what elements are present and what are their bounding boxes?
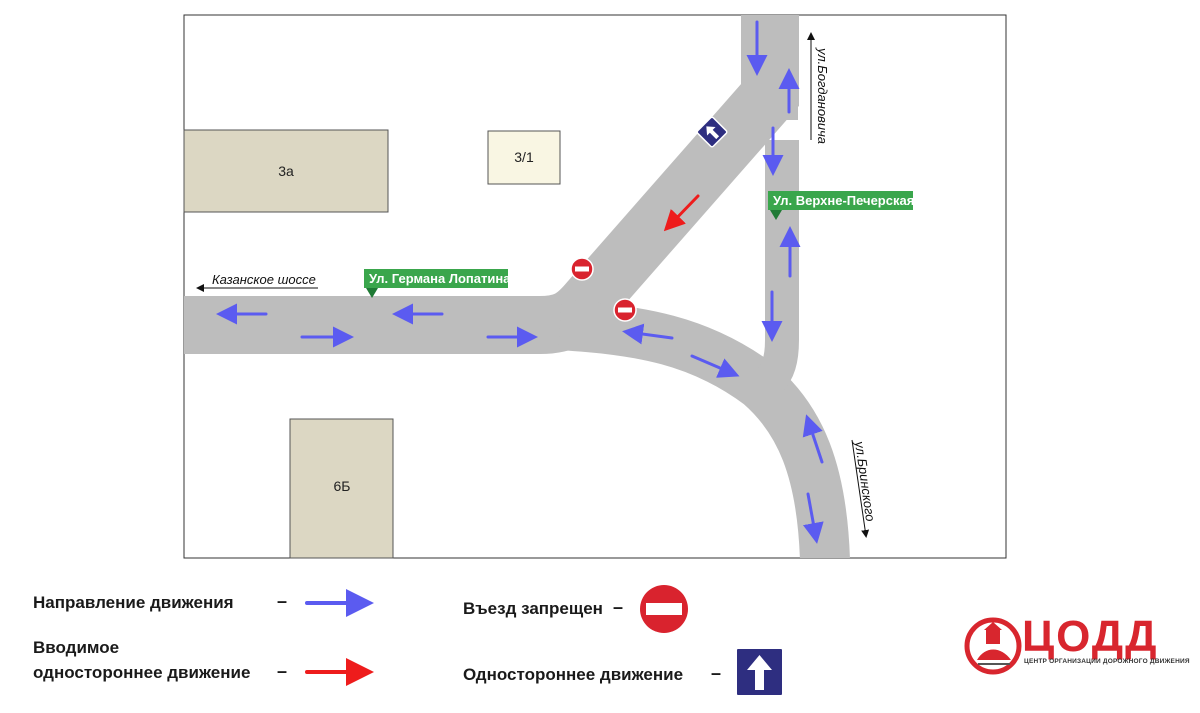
bus-stop-lopatina: Ул. Германа Лопатина — [364, 269, 511, 298]
bus-stop-lopatina-label: Ул. Германа Лопатина — [369, 271, 511, 286]
legend-dash: – — [613, 597, 624, 617]
street-kazanskoe-label: Казанское шоссе — [212, 272, 316, 287]
bus-stop-verkhne-pecherskaya-label: Ул. Верхне-Печерская — [773, 193, 914, 208]
street-kazanskoe: Казанское шоссе — [196, 272, 318, 292]
legend-one-way-label: Одностороннее движение — [463, 665, 684, 684]
building-3-1 — [487, 130, 561, 185]
new-oneway-arrow — [663, 194, 700, 232]
direction-arrow — [802, 492, 824, 544]
no-entry-sign — [570, 257, 594, 281]
buildings: 3а 3/1 6Б — [183, 129, 561, 559]
direction-arrow — [690, 354, 740, 378]
street-bogdanovicha-label: ул.Богдановича — [815, 47, 830, 144]
codd-logo: ЦОДД ЦЕНТР ОРГАНИЗАЦИИ ДОРОЖНОГО ДВИЖЕНИ… — [962, 614, 1190, 674]
legend-no-entry-sign — [640, 585, 688, 633]
legend-dash: – — [711, 663, 722, 683]
building-3a-label: 3а — [278, 163, 294, 179]
building-6b-label: 6Б — [334, 478, 351, 494]
legend-dash: – — [277, 591, 288, 611]
direction-arrow — [622, 323, 674, 345]
logo-title: ЦОДД — [1022, 612, 1159, 661]
logo-emblem — [964, 617, 1022, 675]
one-way-sign — [696, 116, 728, 148]
legend-oneway-label-line2: одностороннее движение — [33, 663, 251, 682]
legend-oneway-label-line1: Вводимое — [33, 638, 120, 657]
street-bogdanovicha: ул.Богдановича — [807, 32, 830, 144]
logo-subtitle: ЦЕНТР ОРГАНИЗАЦИИ ДОРОЖНОГО ДВИЖЕНИЯ — [1024, 658, 1190, 665]
legend-one-way-sign — [735, 647, 784, 697]
building-3-1-label: 3/1 — [514, 149, 534, 165]
legend-dash: – — [277, 661, 288, 681]
road-verkhne-pecherskaya — [757, 140, 799, 393]
bus-stop-verkhne-pecherskaya: Ул. Верхне-Печерская — [768, 191, 914, 220]
legend-direction-label: Направление движения — [33, 593, 234, 612]
no-entry-sign — [613, 298, 637, 322]
legend-no-entry-label: Въезд запрещен — [463, 599, 603, 618]
building-3a — [183, 129, 389, 213]
direction-arrow — [802, 414, 824, 464]
building-6b — [289, 418, 394, 559]
traffic-arrows — [216, 20, 824, 544]
